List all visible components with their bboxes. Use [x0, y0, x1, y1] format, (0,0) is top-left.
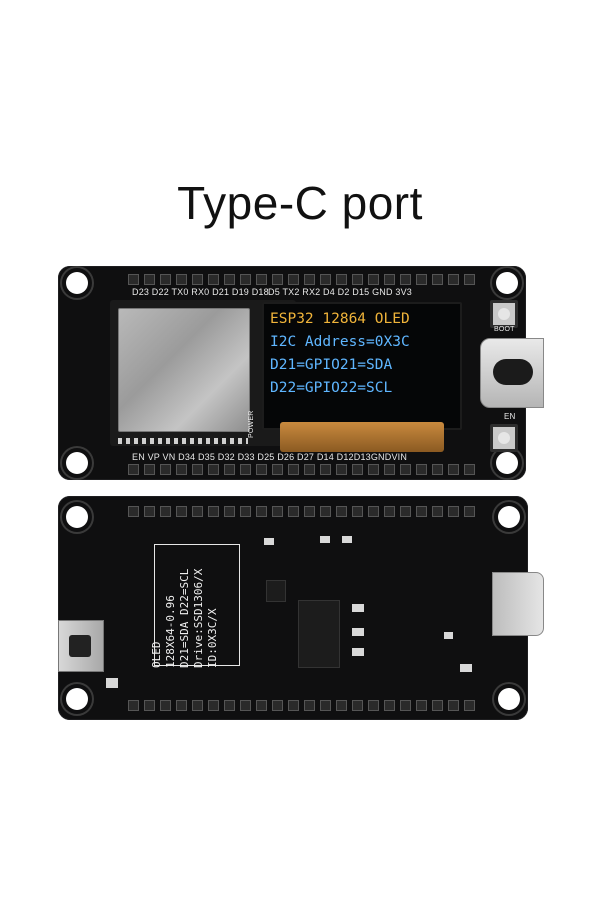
- esp32-board-back: OLED 128X64-0.96 D21=SDA D22=SCL Drive:S…: [58, 496, 544, 720]
- back-silkscreen-box: [154, 544, 240, 666]
- boot-button[interactable]: [490, 300, 518, 328]
- usb-type-c-port: [480, 338, 544, 408]
- oled-display: ESP32 12864 OLED I2C Address=0X3C D21=GP…: [262, 302, 462, 430]
- back-top-pin-header: [128, 506, 475, 517]
- mount-hole: [498, 688, 520, 710]
- en-label: EN: [504, 412, 516, 421]
- rf-shield-can: [118, 308, 250, 432]
- mount-hole: [66, 272, 88, 294]
- bottom-pin-labels: EN VP VN D34 D35 D32 D33 D25 D26 D27 D14…: [132, 452, 408, 462]
- power-label: POWER: [248, 410, 255, 438]
- back-silkscreen-text: OLED 128X64-0.96 D21=SDA D22=SCL Drive:S…: [150, 568, 219, 668]
- usb-serial-chip: [298, 600, 340, 668]
- top-pin-labels-right: D5 TX2 RX2 D4 D2 D15 GND 3V3: [268, 287, 412, 297]
- usb-type-c-port-back: [492, 572, 544, 636]
- mount-hole: [66, 452, 88, 474]
- top-pin-header: [128, 274, 475, 285]
- oled-line-4: D22=GPIO22=SCL: [270, 380, 393, 396]
- oled-flex-cable: [280, 422, 444, 452]
- mount-hole: [66, 688, 88, 710]
- regulator-chip: [266, 580, 286, 602]
- oled-line-2: I2C Address=0X3C: [270, 334, 410, 350]
- esp32-board-front: D23 D22 TX0 RX0 D21 D19 D18 D5 TX2 RX2 D…: [58, 266, 544, 480]
- page-title: Type-C port: [177, 177, 423, 229]
- mount-hole: [66, 506, 88, 528]
- mount-hole: [496, 452, 518, 474]
- boot-label: BOOT: [494, 326, 515, 333]
- bottom-pin-header: [128, 464, 475, 475]
- mount-hole: [496, 272, 518, 294]
- oled-line-1: ESP32 12864 OLED: [270, 311, 410, 327]
- back-bottom-pin-header: [128, 700, 475, 711]
- mount-hole: [498, 506, 520, 528]
- oled-line-3: D21=GPIO21=SDA: [270, 357, 393, 373]
- top-pin-labels-left: D23 D22 TX0 RX0 D21 D19 D18: [132, 287, 269, 297]
- en-button[interactable]: [490, 424, 518, 452]
- micro-usb-port: [58, 620, 104, 672]
